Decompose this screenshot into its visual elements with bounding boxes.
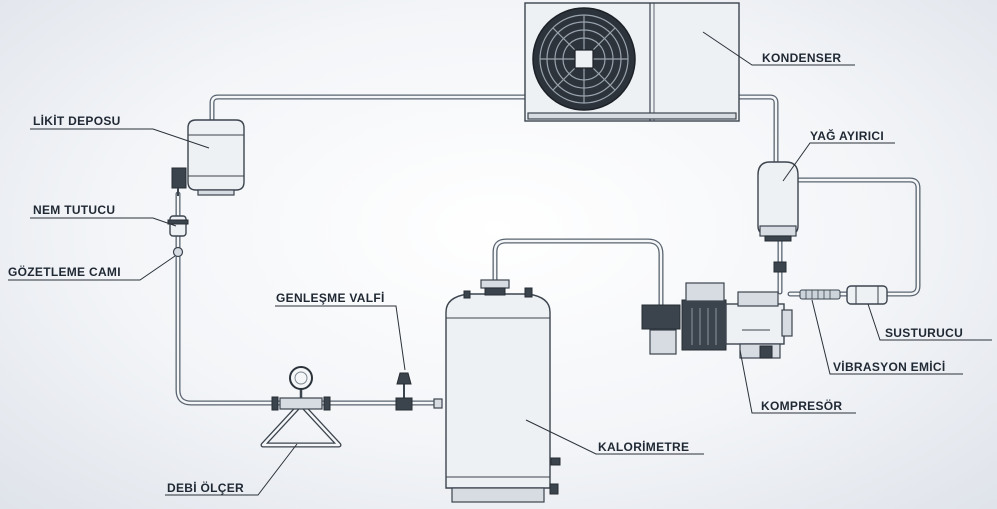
label-kalorimetre: KALORİMETRE	[598, 439, 689, 454]
leader-gozetleme-cami	[8, 255, 176, 281]
label-likit-deposu: LİKİT DEPOSU	[33, 113, 121, 128]
label-genlesme-valfi: GENLEŞME VALFİ	[276, 290, 385, 305]
calorimeter-vessel	[445, 279, 561, 503]
label-debi-olcer: DEBİ ÖLÇER	[167, 480, 244, 495]
leader-kalorimetre	[525, 419, 704, 455]
component-labels: KONDENSER LİKİT DEPOSU YAĞ AYIRICI NEM T…	[8, 51, 963, 495]
compressor	[641, 282, 793, 359]
label-kondenser: KONDENSER	[762, 51, 841, 65]
leader-susturucu	[867, 303, 992, 341]
liquid-receiver	[171, 119, 245, 196]
flow-meter	[260, 366, 342, 448]
filter-drier	[167, 215, 189, 237]
label-yag-ayirici: YAĞ AYIRICI	[810, 128, 884, 143]
leader-kondenser	[702, 31, 855, 66]
sight-glass	[172, 246, 184, 258]
leader-vibrasyon-emici	[811, 299, 963, 375]
leader-genlesme-valfi	[275, 305, 406, 371]
label-susturucu: SUSTURUCU	[885, 326, 963, 340]
leader-debi-olcer	[165, 443, 298, 496]
expansion-valve	[395, 372, 443, 411]
label-kompresor: KOMPRESÖR	[761, 398, 842, 413]
label-gozetleme-cami: GÖZETLEME CAMI	[8, 264, 121, 279]
leader-kompresor	[739, 349, 856, 414]
leader-nem-tutucu	[30, 217, 177, 227]
muffler	[846, 285, 888, 305]
leader-yag-ayirici	[782, 142, 895, 182]
leader-likit-deposu	[30, 128, 210, 149]
piping	[175, 94, 921, 406]
label-nem-tutucu: NEM TUTUCU	[33, 203, 115, 217]
vibration-absorber	[799, 289, 841, 300]
oil-separator	[757, 161, 799, 273]
label-vibrasyon-emici: VİBRASYON EMİCİ	[833, 359, 946, 374]
condenser-fan-icon	[532, 7, 636, 111]
leader-lines	[8, 31, 992, 496]
condenser-unit	[524, 2, 740, 122]
